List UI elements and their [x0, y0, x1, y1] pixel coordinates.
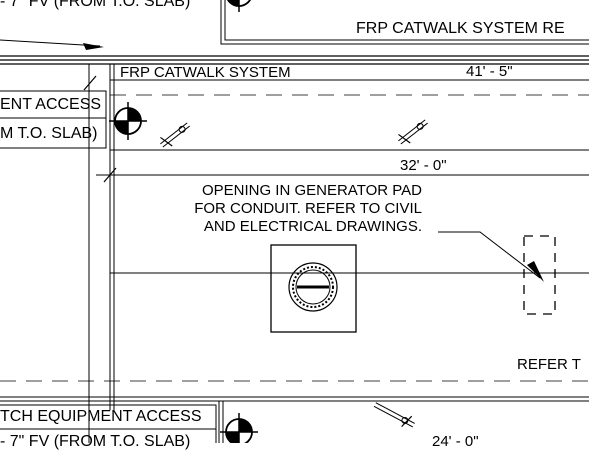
elevation-marker-topright	[226, 0, 252, 12]
conduit-circle-outer	[288, 262, 338, 312]
note-leader-line	[438, 231, 541, 279]
left-slab-label: M T.O. SLAB)	[0, 125, 98, 142]
dimension-32-0: 32' - 0"	[400, 157, 447, 174]
opening-note-line-1: OPENING IN GENERATOR PAD	[201, 182, 422, 199]
opening-note: OPENING IN GENERATOR PAD FOR CONDUIT. RE…	[152, 182, 422, 236]
left-access-box	[0, 90, 107, 149]
top-right-catwalk-label: FRP CATWALK SYSTEM RE	[356, 20, 565, 37]
dimension-41-5: 41' - 5"	[466, 63, 513, 80]
refer-label: REFER T	[517, 356, 581, 373]
anchor-symbol-2	[398, 119, 428, 145]
top-leader-arrow	[83, 43, 104, 50]
opening-note-line-3: AND ELECTRICAL DRAWINGS.	[203, 218, 422, 235]
dim-tick-32	[103, 167, 117, 183]
dimension-24-0: 24' - 0"	[432, 433, 479, 450]
top-leader-line	[0, 39, 101, 47]
opening-note-line-2: FOR CONDUIT. REFER TO CIVIL	[194, 200, 422, 217]
left-dim-tick	[83, 75, 97, 91]
left-access-label: ENT ACCESS	[0, 96, 102, 113]
catwalk-system-label: FRP CATWALK SYSTEM	[120, 64, 291, 81]
conduit-circle-scallop	[292, 266, 334, 308]
top-elevation-label: - 7" FV (FROM T.O. SLAB)	[0, 0, 191, 10]
anchor-symbol-1	[160, 122, 190, 148]
bottom-access-box	[0, 404, 217, 443]
bottom-elevation-label: - 7" FV (FROM T.O. SLAB)	[0, 433, 191, 450]
elevation-marker-top	[109, 102, 147, 140]
elevation-marker-bottom	[220, 413, 258, 443]
top-right-box-inner	[224, 0, 589, 41]
note-leader-arrow	[527, 261, 544, 282]
conduit-circle-inner	[295, 269, 331, 305]
top-right-box-outer	[220, 0, 589, 45]
generator-pad-opening	[270, 244, 357, 333]
bottom-access-label: TCH EQUIPMENT ACCESS	[0, 408, 202, 425]
dashed-opening	[523, 235, 556, 315]
anchor-symbol-3	[373, 402, 415, 428]
